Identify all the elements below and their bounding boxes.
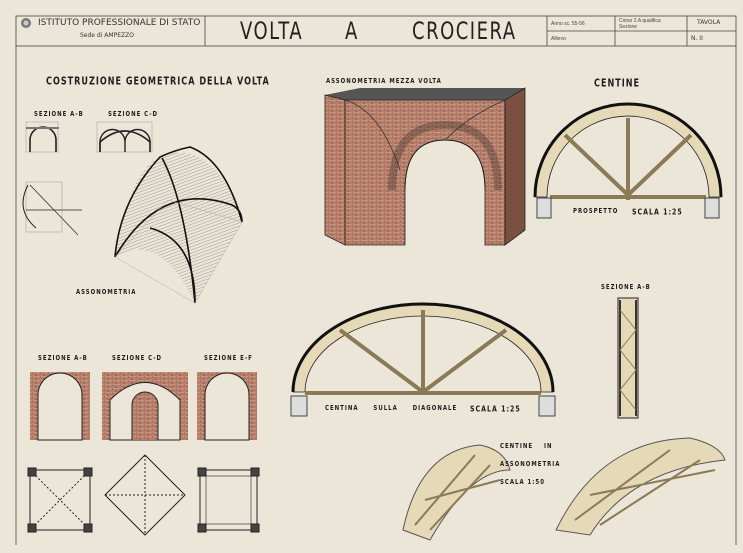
label-prospetto: PROSPETTO — [573, 207, 619, 216]
diagonal-centering — [290, 302, 556, 417]
label-sez-cd-top: SEZIONE C-D — [108, 110, 158, 119]
label-half-vault: ASSONOMETRIA MEZZA VOLTA — [326, 77, 442, 86]
plate-label: TAVOLA — [697, 19, 721, 26]
label-axonometry-2: ASSONOMETRIA — [500, 460, 561, 469]
institute-name: ISTITUTO PROFESSIONALE DI STATO — [38, 18, 201, 28]
label-geometric-construction: COSTRUZIONE GEOMETRICA DELLA VOLTA — [46, 76, 270, 88]
label-sez-ef-bottom: SEZIONE E-F — [204, 354, 253, 363]
centering-section-ab — [617, 297, 639, 419]
vault-sections-bottom — [30, 372, 257, 441]
label-scale-125-a: SCALA 1:25 — [632, 207, 683, 217]
title-block — [15, 15, 737, 545]
plate-number: N. II — [691, 35, 703, 42]
student: Allievo — [551, 36, 566, 42]
label-centine: CENTINE — [594, 78, 641, 90]
half-vault-axonometry — [324, 87, 526, 246]
label-centine-in: CENTINE IN — [500, 442, 553, 451]
label-sez-ab-bottom: SEZIONE A-B — [38, 354, 88, 363]
state-emblem-logo — [21, 18, 31, 28]
label-scale-125-b: SCALA 1:25 — [470, 404, 521, 414]
title-word-1: VOLTA — [240, 17, 304, 45]
label-sez-cd-bottom: SEZIONE C-D — [112, 354, 162, 363]
rib-vault-axonometry — [114, 146, 243, 304]
label-scale-150: SCALA 1:50 — [500, 478, 545, 487]
vault-plans — [27, 454, 260, 536]
title-word-2: A — [345, 17, 359, 45]
centering-axonometry — [402, 437, 726, 541]
school-year: Anno sc. 55-56 — [551, 21, 585, 27]
section: Sezione — [619, 24, 638, 30]
institute-seat: Sede di AMPEZZO — [80, 32, 134, 39]
title-word-3: CROCIERA — [412, 17, 517, 45]
geometric-sections — [22, 121, 153, 236]
label-diagonal: CENTINA SULLA DIAGONALE — [325, 404, 458, 413]
course: Corso 2.A qualifica — [619, 18, 661, 24]
label-axonometry: ASSONOMETRIA — [76, 288, 137, 297]
label-sez-ab-top: SEZIONE A-B — [34, 110, 84, 119]
centering-elevation — [533, 102, 723, 219]
label-sez-ab-right: SEZIONE A-B — [601, 283, 651, 292]
